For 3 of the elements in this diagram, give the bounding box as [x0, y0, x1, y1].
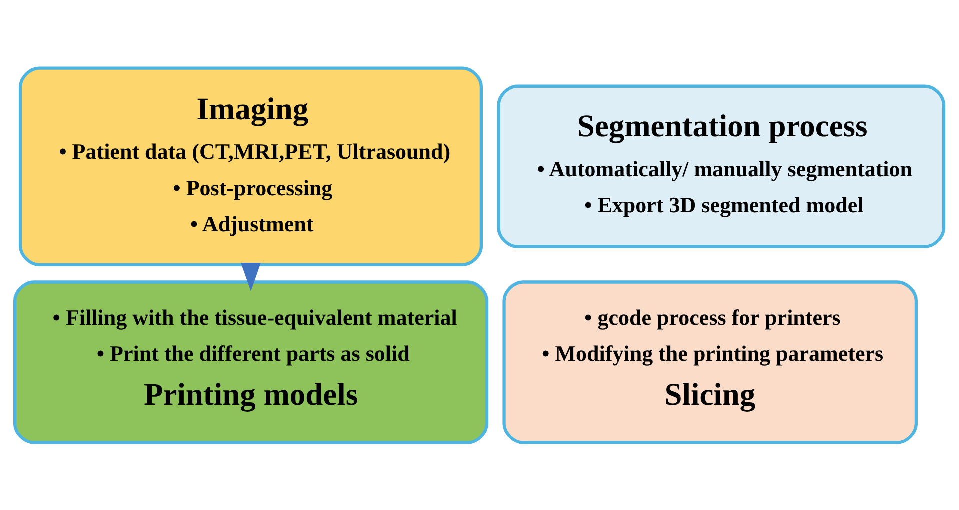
node-box: • Filling with the tissue-equivalent material • Print the different parts as solid Printing models	[13, 280, 489, 444]
node-box: Segmentation process • Automatically/ manually segmentation • Export 3D segmented model	[497, 84, 946, 248]
node-box: • gcode process for printers • Modifying the printing parameters Slicing	[502, 280, 918, 444]
